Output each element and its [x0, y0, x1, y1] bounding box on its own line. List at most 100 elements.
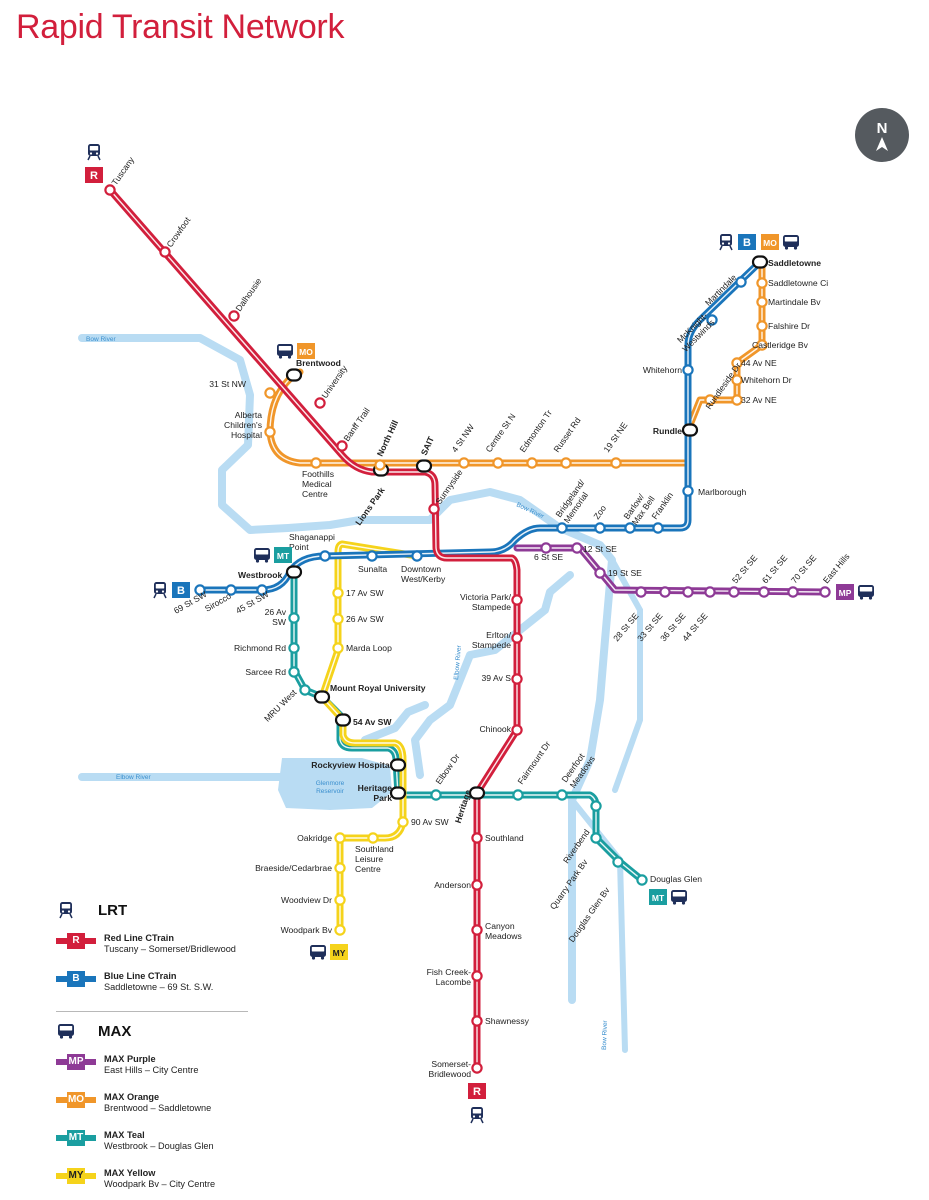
- station-foothills-medical-centre-marker[interactable]: [310, 457, 322, 469]
- station-fairmount-dr-marker[interactable]: [512, 789, 524, 801]
- station-north-hill-marker[interactable]: [374, 459, 386, 471]
- station-southland-marker[interactable]: [471, 832, 483, 844]
- station-tuscany-marker[interactable]: [104, 184, 116, 196]
- station-marlborough-marker[interactable]: [682, 485, 694, 497]
- station-zoo-marker[interactable]: [594, 522, 606, 534]
- station-elbow-dr-marker[interactable]: [430, 789, 442, 801]
- station-rundle-marker[interactable]: [681, 423, 699, 437]
- station-martindale-marker[interactable]: [735, 276, 747, 288]
- station-4-st-nw-marker[interactable]: [458, 457, 470, 469]
- station-canyon-meadows-marker[interactable]: [471, 924, 483, 936]
- station-oakridge-label: Oakridge: [297, 833, 332, 843]
- bus-icon: [56, 1022, 76, 1040]
- station-sirocco-marker[interactable]: [225, 584, 237, 596]
- station-marda-loop-marker[interactable]: [332, 642, 344, 654]
- station-70-st-se-marker[interactable]: [787, 586, 799, 598]
- station-sait-marker[interactable]: [415, 459, 433, 473]
- station-braeside-cedarbrae-marker[interactable]: [334, 862, 346, 874]
- station-shawnessy-marker[interactable]: [471, 1015, 483, 1027]
- station-heritage-park-marker[interactable]: [389, 786, 407, 800]
- station-69-st-sw-marker[interactable]: [194, 584, 206, 596]
- station-southland-leisure-centre-marker[interactable]: [367, 832, 379, 844]
- station-alberta-children-s-hospital-marker[interactable]: [264, 426, 276, 438]
- station-castleridge-bv-marker[interactable]: [756, 339, 768, 351]
- station-sunalta-marker[interactable]: [366, 550, 378, 562]
- station-riverbend-marker[interactable]: [590, 800, 602, 812]
- station-mount-royal-university-marker[interactable]: [313, 690, 331, 704]
- station-woodpark-bv-marker[interactable]: [334, 924, 346, 936]
- station-whitehorn-dr-marker[interactable]: [731, 374, 743, 386]
- station-somerset-bridlewood-marker[interactable]: [471, 1062, 483, 1074]
- station-sunnyside-marker[interactable]: [428, 503, 440, 515]
- station-sarcee-rd-marker[interactable]: [288, 666, 300, 678]
- station-dalhousie-marker[interactable]: [228, 310, 240, 322]
- station-mru-west-marker[interactable]: [299, 684, 311, 696]
- station-26-av-sw-marker[interactable]: [288, 612, 300, 624]
- station-61-st-se-marker[interactable]: [758, 586, 770, 598]
- badge-red-bg: [468, 1083, 486, 1099]
- station-victoria-park-stampede-marker[interactable]: [511, 594, 523, 606]
- station-36-st-se-marker[interactable]: [682, 586, 694, 598]
- station-erlton-stampede-marker[interactable]: [511, 632, 523, 644]
- station-44-st-se-marker[interactable]: [704, 586, 716, 598]
- station-shaganappi-point-marker[interactable]: [319, 550, 331, 562]
- station-31-st-nw-marker[interactable]: [264, 387, 276, 399]
- station-rockyview-hospital-marker[interactable]: [389, 758, 407, 772]
- station-mcknight-westwinds-marker[interactable]: [706, 314, 718, 326]
- station-39-av-s-marker[interactable]: [511, 673, 523, 685]
- station-rundleside-dr-marker[interactable]: [704, 394, 716, 406]
- station-edmonton-tr-marker[interactable]: [526, 457, 538, 469]
- station-whitehorn-dr-label: Whitehorn Dr: [741, 375, 792, 385]
- station-17-av-sw-marker[interactable]: [332, 587, 344, 599]
- station-whitehorn-marker[interactable]: [682, 364, 694, 376]
- station-centre-st-n-marker[interactable]: [492, 457, 504, 469]
- station-crowfoot-marker[interactable]: [159, 246, 171, 258]
- station-12-st-se-marker[interactable]: [571, 542, 583, 554]
- bow-river: [78, 334, 616, 1004]
- legend-badge: R: [56, 933, 96, 949]
- station-heritage-marker[interactable]: [468, 786, 486, 800]
- station-quarry-park-bv-marker[interactable]: [590, 832, 602, 844]
- station-martindale-bv-marker[interactable]: [756, 296, 768, 308]
- station-barlow-max-bell-marker[interactable]: [624, 522, 636, 534]
- station-90-av-sw-marker[interactable]: [397, 816, 409, 828]
- station-chinook-marker[interactable]: [511, 724, 523, 736]
- station-6-st-se-marker[interactable]: [540, 542, 552, 554]
- station-saddletowne-ci-marker[interactable]: [756, 277, 768, 289]
- station-sunalta-label: Sunalta: [358, 564, 387, 574]
- station-26-av-sw-marker[interactable]: [332, 613, 344, 625]
- station-westbrook-marker[interactable]: [285, 565, 303, 579]
- station-19-st-se-marker[interactable]: [594, 567, 606, 579]
- station-33-st-se-marker[interactable]: [659, 586, 671, 598]
- station-fish-creek-lacombe-label: Fish Creek-Lacombe: [427, 967, 472, 987]
- station-falshire-dr-marker[interactable]: [756, 320, 768, 332]
- station-52-st-se-label: 52 St SE: [730, 553, 760, 586]
- station-douglas-glen-bv-marker[interactable]: [612, 856, 624, 868]
- station-fish-creek-lacombe-marker[interactable]: [471, 970, 483, 982]
- station-deerfoot-meadows-marker[interactable]: [556, 789, 568, 801]
- station-banff-trail-marker[interactable]: [336, 440, 348, 452]
- station-19-st-ne-marker[interactable]: [610, 457, 622, 469]
- station-university-marker[interactable]: [314, 397, 326, 409]
- station-45-st-sw-marker[interactable]: [256, 584, 268, 596]
- station-44-av-ne-marker[interactable]: [731, 357, 743, 369]
- station-russet-rd-marker[interactable]: [560, 457, 572, 469]
- station-oakridge-marker[interactable]: [334, 832, 346, 844]
- station-70-st-se-label: 70 St SE: [789, 553, 819, 586]
- station-saddletowne-marker[interactable]: [751, 255, 769, 269]
- station-brentwood-marker[interactable]: [285, 368, 303, 382]
- station-woodview-dr-marker[interactable]: [334, 894, 346, 906]
- station-richmond-rd-marker[interactable]: [288, 642, 300, 654]
- station-bridgeland-memorial-marker[interactable]: [556, 522, 568, 534]
- station-52-st-se-marker[interactable]: [728, 586, 740, 598]
- station-downtown-west-kerby-marker[interactable]: [411, 550, 423, 562]
- station-anderson-marker[interactable]: [471, 879, 483, 891]
- station-54-av-sw-marker[interactable]: [334, 713, 352, 727]
- station-east-hills-marker[interactable]: [819, 586, 831, 598]
- station-28-st-se-marker[interactable]: [635, 586, 647, 598]
- station-32-av-ne-marker[interactable]: [731, 394, 743, 406]
- station-douglas-glen-marker[interactable]: [636, 874, 648, 886]
- station-franklin-marker[interactable]: [652, 522, 664, 534]
